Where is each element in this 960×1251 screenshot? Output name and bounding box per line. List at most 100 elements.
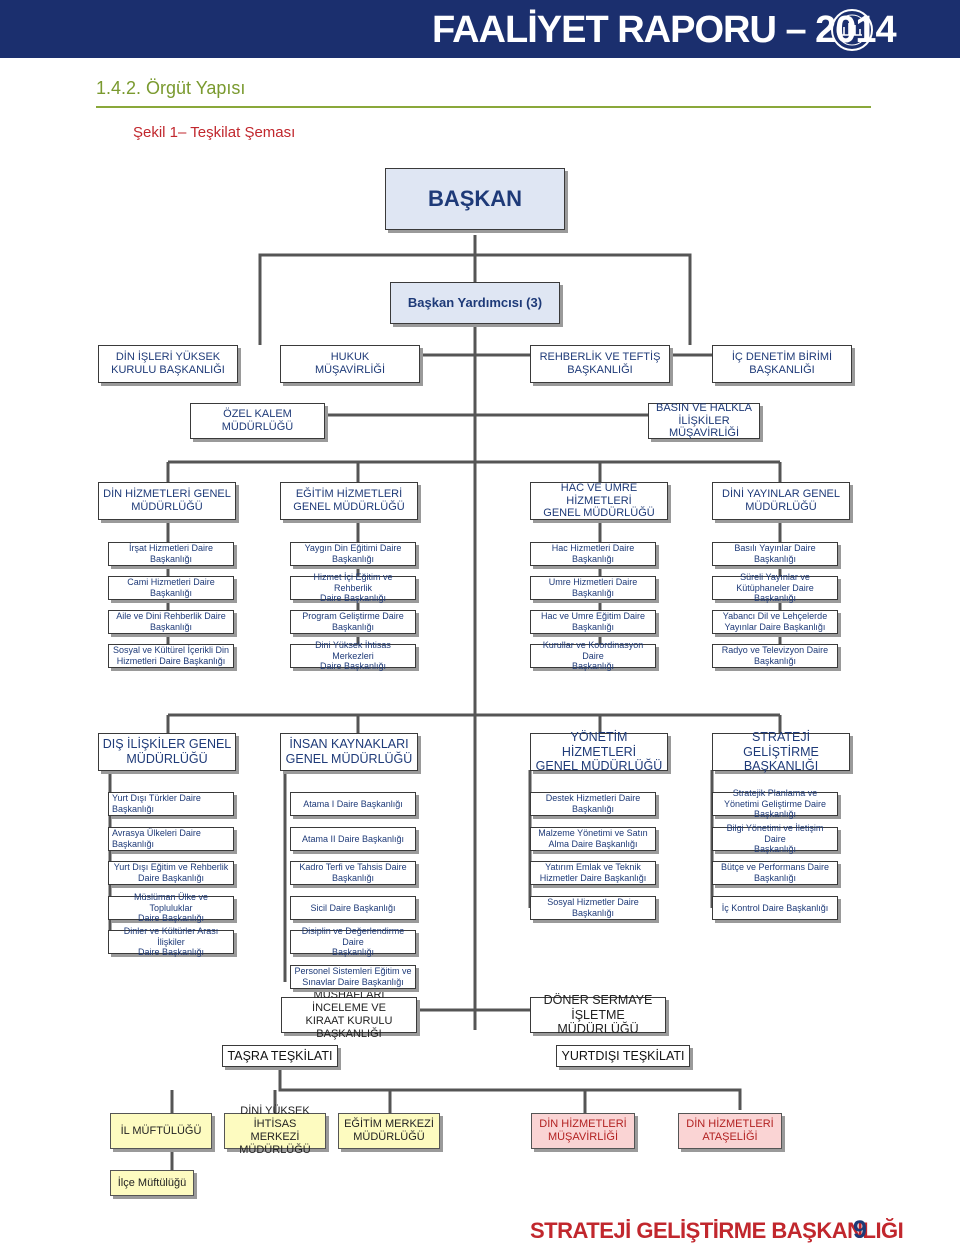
department-box: Bütçe ve Performans Daire Başkanlığı	[712, 861, 838, 885]
department-label: İç Kontrol Daire Başkanlığı	[721, 902, 829, 913]
department-box: Kadro Terfi ve Tahsis Daire Başkanlığı	[290, 861, 416, 885]
diyanet-logo-icon	[831, 9, 873, 51]
department-label: Malzeme Yönetimi ve Satın Alma Daire Baş…	[538, 828, 648, 849]
president-label: BAŞKAN	[427, 186, 523, 212]
president-box: BAŞKAN	[385, 168, 565, 230]
general-directorate-label: EĞİTİM HİZMETLERİ GENEL MÜDÜRLÜĞÜ	[293, 488, 405, 513]
extra-unit-label: MUSHAFLARI İNCELEME VE KIRAAT KURULU BAŞ…	[305, 989, 393, 1040]
overseas-unit-label: DİN HİZMETLERİ ATAŞELİĞİ	[686, 1118, 774, 1143]
figure-caption: Şekil 1– Teşkilat Şeması	[133, 124, 296, 141]
top-unit-label: REHBERLİK VE TEFTİŞ BAŞKANLIĞI	[539, 351, 661, 376]
general-directorate-label: DİN HİZMETLERİ GENEL MÜDÜRLÜĞÜ	[103, 488, 231, 513]
department-label: Sicil Daire Başkanlığı	[310, 902, 396, 913]
department-box: Yurt Dışı Türkler Daire Başkanlığı	[108, 792, 234, 816]
report-title: FAALİYET RAPORU – 2014	[432, 9, 897, 51]
department-label: Yaygın Din Eğitimi Daire Başkanlığı	[304, 543, 402, 564]
department-label: Radyo ve Televizyon Daire Başkanlığı	[721, 645, 829, 666]
extra-unit-box: DÖNER SERMAYE İŞLETME MÜDÜRLÜĞÜ	[530, 993, 666, 1036]
general-directorate-box: HAC VE UMRE HİZMETLERİ GENEL MÜDÜRLÜĞÜ	[530, 482, 668, 520]
department-box: Cami Hizmetleri Daire Başkanlığı	[108, 576, 234, 600]
department-label: Müslüman Ülke ve Topluluklar Daire Başka…	[133, 892, 209, 924]
department-label: Hac Hizmetleri Daire Başkanlığı	[551, 543, 635, 564]
department-box: Sicil Daire Başkanlığı	[290, 896, 416, 920]
department-label: Atama I Daire Başkanlığı	[303, 798, 403, 809]
general-directorate-label: HAC VE UMRE HİZMETLERİ GENEL MÜDÜRLÜĞÜ	[543, 481, 655, 520]
department-box: İç Kontrol Daire Başkanlığı	[712, 896, 838, 920]
department-label: Sosyal ve Kültürel İçerikli Din Hizmetle…	[112, 645, 230, 666]
top-unit-box: REHBERLİK VE TEFTİŞ BAŞKANLIĞI	[530, 345, 670, 383]
department-label: Stratejik Planlama ve Yönetimi Geliştirm…	[723, 788, 827, 820]
department-label: Yabancı Dil ve Lehçelerde Yayınlar Daire…	[722, 611, 828, 632]
department-box: Dini Yüksek İhtisas Merkezleri Daire Baş…	[290, 640, 416, 671]
department-label: Disiplin ve Değerlendirme Daire Başkanlı…	[301, 926, 405, 958]
department-box: Umre Hizmetleri Daire Başkanlığı	[530, 576, 656, 600]
department-label: İrşat Hizmetleri Daire Başkanlığı	[128, 543, 213, 564]
top-unit-box: İÇ DENETİM BİRİMİ BAŞKANLIĞI	[712, 345, 852, 383]
vice-president-box: Başkan Yardımcısı (3)	[390, 282, 560, 324]
department-box: Avrasya Ülkeleri Daire Başkanlığı	[108, 827, 234, 851]
department-label: Program Geliştirme Daire Başkanlığı	[302, 611, 404, 632]
top-unit-box: HUKUK MÜŞAVİRLİĞİ	[280, 345, 420, 383]
extra-unit-label: DÖNER SERMAYE İŞLETME MÜDÜRLÜĞÜ	[543, 992, 653, 1037]
department-label: Süreli Yayınlar ve Kütüphaneler Daire Ba…	[736, 572, 814, 604]
department-label: Avrasya Ülkeleri Daire Başkanlığı	[112, 828, 201, 849]
department-label: Dinler ve Kültürler Arası İlişkiler Dair…	[123, 926, 219, 958]
vice-president-label: Başkan Yardımcısı (3)	[407, 295, 543, 311]
general-directorate-label: DİNİ YAYINLAR GENEL MÜDÜRLÜĞÜ	[722, 488, 840, 513]
provincial-unit-box: EĞİTİM MERKEZİ MÜDÜRLÜĞÜ	[338, 1113, 440, 1149]
district-unit-label: İlçe Müftülüğü	[117, 1176, 187, 1189]
department-box: Personel Sistemleri Eğitim ve Sınavlar D…	[290, 965, 416, 989]
second-unit-box: ÖZEL KALEM MÜDÜRLÜĞÜ	[190, 403, 325, 439]
department-box: Disiplin ve Değerlendirme Daire Başkanlı…	[290, 926, 416, 957]
top-unit-label: DİN İŞLERİ YÜKSEK KURULU BAŞKANLIĞI	[111, 351, 225, 376]
department-box: Kurullar ve Koordinasyon Daire Başkanlığ…	[530, 640, 656, 671]
department-box: Radyo ve Televizyon Daire Başkanlığı	[712, 644, 838, 668]
footer-department: STRATEJİ GELİŞTİRME BAŞKANLIĞI	[530, 1218, 904, 1243]
department-label: Kadro Terfi ve Tahsis Daire Başkanlığı	[299, 862, 407, 883]
department-box: Sosyal Hizmetler Daire Başkanlığı	[530, 896, 656, 920]
department-label: Hizmet İçi Eğitim ve Rehberlik Daire Baş…	[313, 572, 393, 604]
department-box: Bilgi Yönetimi ve İletişim Daire Başkanl…	[712, 823, 838, 854]
general-directorate-box: EĞİTİM HİZMETLERİ GENEL MÜDÜRLÜĞÜ	[280, 482, 418, 520]
department-box: Atama II Daire Başkanlığı	[290, 827, 416, 851]
department-label: Destek Hizmetleri Daire Başkanlığı	[545, 793, 641, 814]
department-label: Sosyal Hizmetler Daire Başkanlığı	[547, 897, 639, 918]
department-box: Hizmet İçi Eğitim ve Rehberlik Daire Baş…	[290, 572, 416, 603]
department-label: Yurt Dışı Eğitim ve Rehberlik Daire Başk…	[113, 862, 229, 883]
second-unit-box: BASIN VE HALKLA İLİŞKİLER MÜŞAVİRLİĞİ	[648, 402, 760, 439]
department-box: Basılı Yayınlar Daire Başkanlığı	[712, 542, 838, 566]
department-label: Yurt Dışı Türkler Daire Başkanlığı	[112, 793, 201, 814]
department-label: Basılı Yayınlar Daire Başkanlığı	[734, 543, 816, 564]
department-box: Yatırım Emlak ve Teknik Hizmetler Daire …	[530, 861, 656, 885]
overseas-unit-box: DİN HİZMETLERİ ATAŞELİĞİ	[678, 1113, 782, 1149]
department-label: Bilgi Yönetimi ve İletişim Daire Başkanl…	[726, 823, 824, 855]
department-box: Stratejik Planlama ve Yönetimi Geliştirm…	[712, 788, 838, 819]
provincial-org-label: TAŞRA TEŞKİLATI	[227, 1048, 333, 1063]
page-number: 9	[853, 1216, 867, 1244]
overseas-org-box: YURTDIŞI TEŞKİLATI	[556, 1045, 690, 1067]
department-label: Kurullar ve Koordinasyon Daire Başkanlığ…	[542, 640, 644, 672]
department-label: Hac ve Umre Eğitim Daire Başkanlığı	[540, 611, 646, 632]
provincial-unit-label: İL MÜFTÜLÜĞÜ	[120, 1124, 202, 1137]
district-unit-box: İlçe Müftülüğü	[110, 1170, 194, 1196]
department-box: İrşat Hizmetleri Daire Başkanlığı	[108, 542, 234, 566]
general-directorate-box: DİNİ YAYINLAR GENEL MÜDÜRLÜĞÜ	[712, 482, 850, 520]
department-box: Program Geliştirme Daire Başkanlığı	[290, 610, 416, 634]
department-box: Aile ve Dini Rehberlik Daire Başkanlığı	[108, 610, 234, 634]
department-box: Müslüman Ülke ve Topluluklar Daire Başka…	[108, 892, 234, 923]
department-box: Hac Hizmetleri Daire Başkanlığı	[530, 542, 656, 566]
second-unit-label: ÖZEL KALEM MÜDÜRLÜĞÜ	[221, 408, 294, 433]
overseas-unit-box: DİN HİZMETLERİ MÜŞAVİRLİĞİ	[531, 1113, 635, 1149]
extra-unit-box: MUSHAFLARI İNCELEME VE KIRAAT KURULU BAŞ…	[281, 989, 417, 1040]
general-directorate-label: STRATEJİ GELİŞTİRME BAŞKANLIĞI	[743, 729, 819, 774]
provincial-unit-label: DİNİ YÜKSEK İHTİSAS MERKEZİ MÜDÜRLÜĞÜ	[239, 1105, 311, 1156]
section-divider	[96, 106, 871, 108]
section-title: 1.4.2. Örgüt Yapısı	[96, 78, 246, 98]
general-directorate-label: İNSAN KAYNAKLARI GENEL MÜDÜRLÜĞÜ	[285, 737, 413, 766]
department-box: Sosyal ve Kültürel İçerikli Din Hizmetle…	[108, 644, 234, 668]
department-label: Yatırım Emlak ve Teknik Hizmetler Daire …	[539, 862, 647, 883]
provincial-unit-box: DİNİ YÜKSEK İHTİSAS MERKEZİ MÜDÜRLÜĞÜ	[224, 1105, 326, 1156]
provincial-org-box: TAŞRA TEŞKİLATI	[222, 1045, 338, 1067]
general-directorate-box: DİN HİZMETLERİ GENEL MÜDÜRLÜĞÜ	[98, 482, 236, 520]
overseas-unit-label: DİN HİZMETLERİ MÜŞAVİRLİĞİ	[539, 1118, 627, 1143]
